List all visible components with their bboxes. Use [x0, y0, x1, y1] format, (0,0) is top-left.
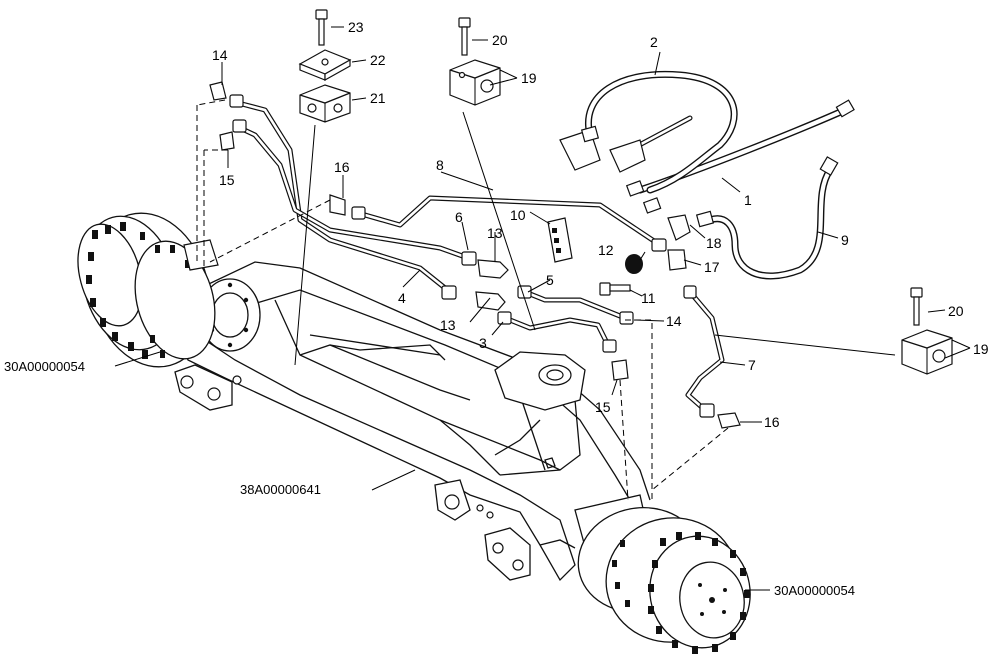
- fittings: [183, 81, 741, 429]
- callout-labels: 23 22 21 20 19 14 15 16 8 6 13 4 10 12 1…: [212, 19, 989, 430]
- callout-19-right: 19: [973, 341, 989, 357]
- callout-10: 10: [510, 207, 526, 223]
- callout-4: 4: [398, 290, 406, 306]
- callout-18: 18: [706, 235, 722, 251]
- right-wheel-hub: [574, 494, 751, 654]
- hose-2: [559, 70, 738, 194]
- callout-3: 3: [479, 335, 487, 351]
- callout-6: 6: [455, 209, 463, 225]
- callout-22: 22: [370, 52, 386, 68]
- callout-13-bottom: 13: [440, 317, 456, 333]
- callout-9: 9: [841, 232, 849, 248]
- callout-13-top: 13: [487, 225, 503, 241]
- hub-left-code: 30A00000054: [4, 359, 85, 374]
- hub-right-code: 30A00000054: [774, 583, 855, 598]
- pipe-6: [237, 125, 471, 261]
- callout-14-top: 14: [212, 47, 228, 63]
- pipe-8: [355, 195, 663, 248]
- hose-9: [695, 156, 839, 280]
- assembly-lines: [196, 99, 729, 501]
- axle-housing-code: 38A00000641: [240, 482, 321, 497]
- callout-20-top: 20: [492, 32, 508, 48]
- callout-17: 17: [704, 259, 720, 275]
- part-codes: 30A00000054 38A00000641 30A00000054: [4, 359, 855, 598]
- pipe-3: [502, 315, 611, 348]
- pipe-5: [522, 289, 628, 321]
- left-wheel-hub: [77, 212, 216, 368]
- callout-23: 23: [348, 19, 364, 35]
- callout-12: 12: [598, 242, 614, 258]
- callout-2: 2: [650, 34, 658, 50]
- callout-1: 1: [744, 192, 752, 208]
- callout-19-top: 19: [521, 70, 537, 86]
- callout-16-top: 16: [334, 159, 350, 175]
- callout-11: 11: [641, 290, 656, 306]
- leader-lines: [114, 26, 971, 591]
- callout-21: 21: [370, 90, 386, 106]
- parts-upper: [298, 9, 953, 375]
- callout-7: 7: [748, 357, 756, 373]
- pipe-7: [685, 289, 725, 413]
- callout-15-bottom: 15: [595, 399, 611, 415]
- callout-15-top: 15: [219, 172, 235, 188]
- callout-8: 8: [436, 157, 444, 173]
- callout-16-bottom: 16: [764, 414, 780, 430]
- axle-housing: [170, 261, 651, 582]
- callout-5: 5: [546, 272, 554, 288]
- callout-14-bottom: 14: [666, 313, 682, 329]
- callout-20-right: 20: [948, 303, 964, 319]
- pipe-4: [239, 101, 453, 295]
